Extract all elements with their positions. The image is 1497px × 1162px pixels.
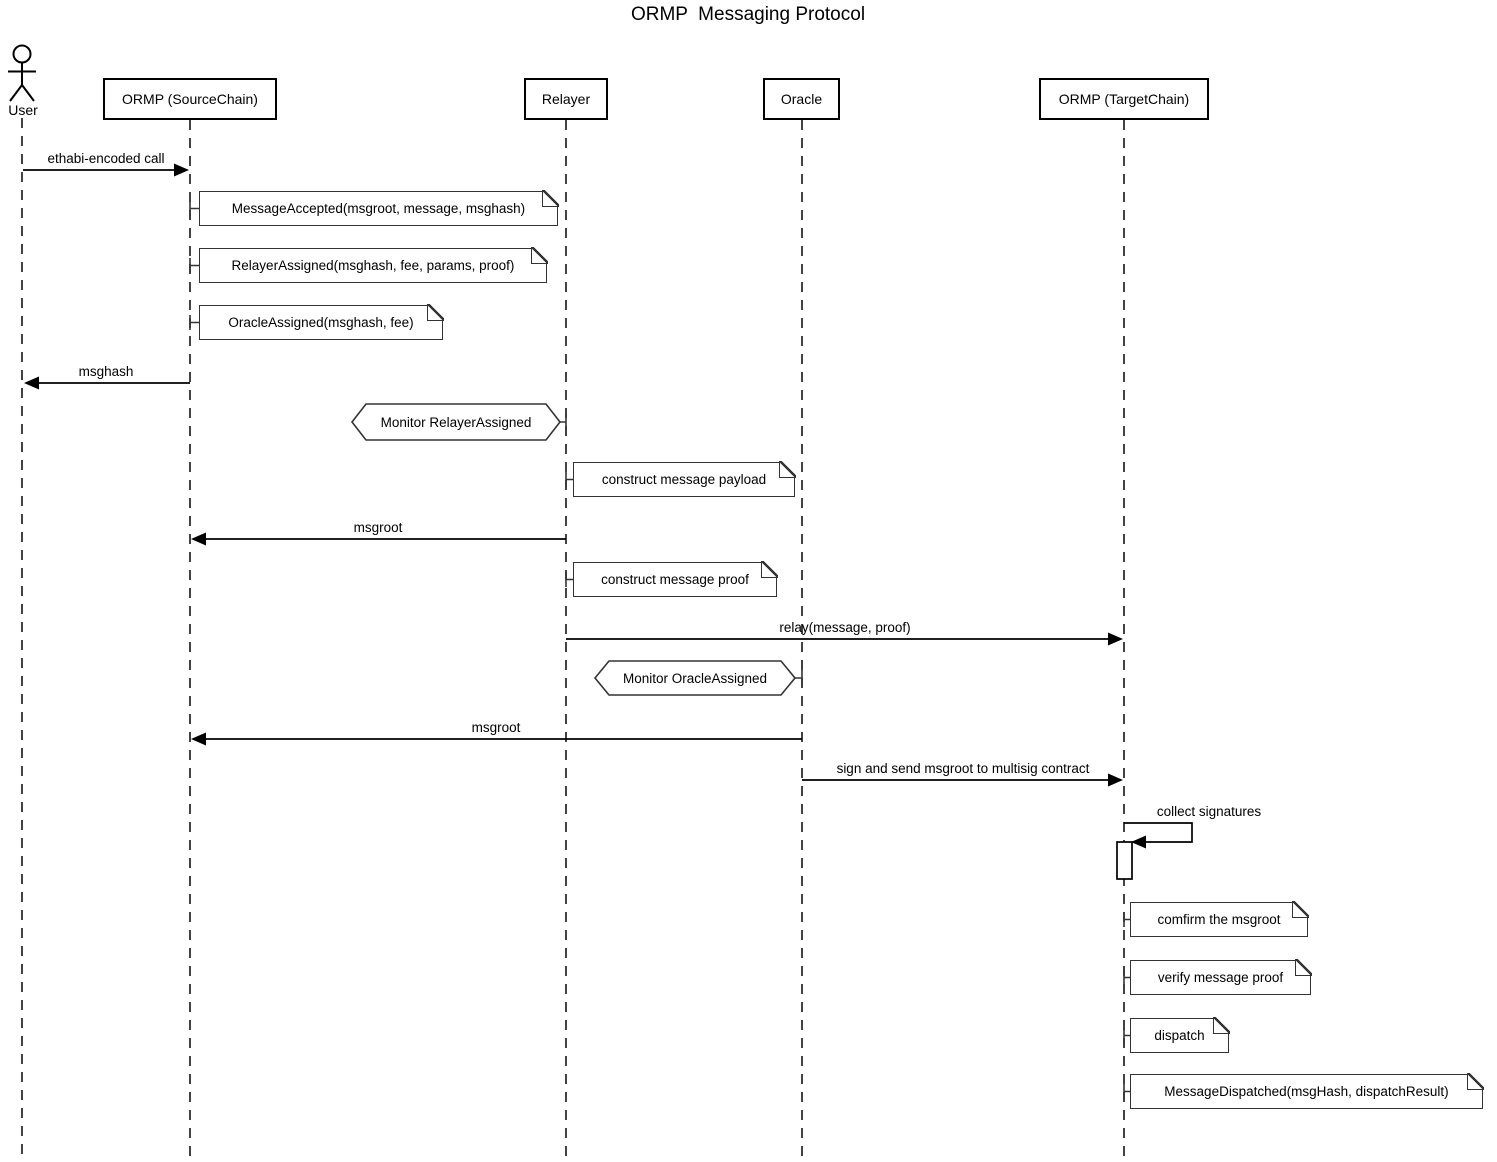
condition-monitor-oracleassigned: Monitor OracleAssigned <box>622 670 768 686</box>
message-label-sign-and-send: sign and send msgroot to multisig contra… <box>836 761 1090 776</box>
message-label-collect-signatures: collect signatures <box>1156 804 1262 819</box>
participant-box-ormp-sourcechain: ORMP (SourceChain) <box>103 78 277 120</box>
note-oracle-assigned: OracleAssigned(msghash, fee) <box>199 304 444 340</box>
user-actor-icon <box>8 44 36 102</box>
arrowhead-right-icon <box>1108 632 1123 646</box>
note-message-accepted: MessageAccepted(msgroot, message, msghas… <box>199 190 559 226</box>
note-construct-message-proof: construct message proof <box>573 561 778 597</box>
participant-box-oracle: Oracle <box>763 78 840 120</box>
connector-note-3 <box>189 315 199 330</box>
condition-hexagons <box>350 403 797 696</box>
participant-label-user: User <box>8 102 38 118</box>
connector-oracleassigned <box>795 670 803 686</box>
arrow-collect-signatures-self <box>1124 822 1193 843</box>
note-confirm-msgroot: comfirm the msgroot <box>1130 901 1309 937</box>
activation-box-targetchain <box>1116 841 1133 880</box>
participant-box-relayer: Relayer <box>524 78 608 120</box>
connector-note-2 <box>189 258 199 273</box>
arrowhead-right-icon <box>174 163 189 177</box>
note-relayer-assigned: RelayerAssigned(msghash, fee, params, pr… <box>199 247 548 283</box>
arrowhead-left-icon <box>191 732 206 746</box>
message-label-relay-message-proof: relay(message, proof) <box>779 620 911 635</box>
note-construct-message-payload: construct message payload <box>573 461 796 497</box>
message-label-msghash: msghash <box>78 364 134 379</box>
arrowhead-left-icon <box>24 376 39 390</box>
note-message-dispatched: MessageDispatched(msgHash, dispatchResul… <box>1130 1073 1484 1109</box>
note-dispatch: dispatch <box>1130 1017 1230 1053</box>
connector-note-1 <box>189 201 199 216</box>
connector-relayerassigned <box>560 414 567 430</box>
condition-connectors <box>560 414 803 686</box>
arrowhead-left-icon <box>1131 835 1146 849</box>
arrowhead-left-icon <box>191 532 206 546</box>
message-label-msgroot-oracle: msgroot <box>471 720 521 735</box>
message-label-msgroot-relayer: msgroot <box>353 520 403 535</box>
arrowheads <box>24 163 1146 849</box>
lifelines <box>21 118 1125 1162</box>
connector-note-5 <box>565 572 573 587</box>
diagram-title: ORMP Messaging Protocol <box>630 4 866 25</box>
note-verify-message-proof: verify message proof <box>1130 959 1312 995</box>
connector-note-4 <box>565 472 573 487</box>
message-label-ethabi-encoded-call: ethabi-encoded call <box>47 151 165 166</box>
arrowhead-right-icon <box>1108 773 1123 787</box>
participant-box-ormp-targetchain: ORMP (TargetChain) <box>1039 78 1209 120</box>
condition-monitor-relayerassigned: Monitor RelayerAssigned <box>380 414 532 430</box>
